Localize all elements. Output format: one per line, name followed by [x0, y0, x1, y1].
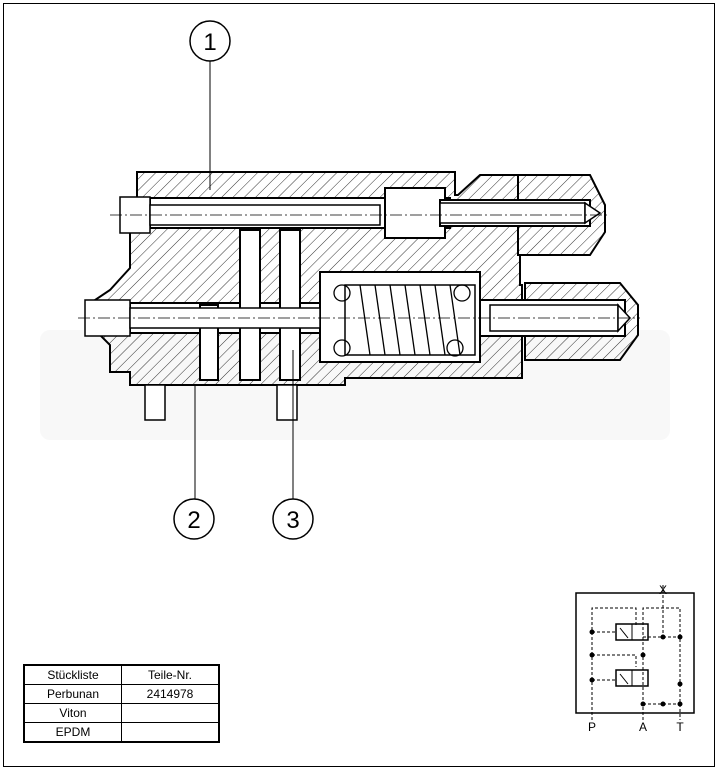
part-number-cell	[121, 722, 220, 743]
callout-balloon-1: 1	[189, 20, 231, 62]
part-number-cell	[121, 703, 220, 723]
port-x-label: X	[659, 583, 667, 597]
svg-text:3: 3	[286, 507, 299, 534]
port-a-label: A	[639, 720, 647, 734]
table-row: Viton	[23, 703, 220, 723]
port-t-label: T	[676, 720, 684, 734]
svg-text:1: 1	[203, 29, 216, 56]
header-cell: Teile-Nr.	[121, 664, 220, 685]
callout-balloon-3: 3	[272, 498, 314, 540]
header-cell: Stückliste	[23, 664, 122, 685]
table-row: EPDM	[23, 722, 220, 743]
spring	[333, 284, 471, 357]
table-header-row: Stückliste Teile-Nr.	[23, 664, 220, 685]
material-cell: Viton	[23, 703, 122, 723]
hydraulic-schematic: X P A T	[575, 583, 695, 734]
table-row: Perbunan 2414978	[23, 684, 220, 704]
port-p-label: P	[588, 720, 596, 734]
material-cell: Perbunan	[23, 684, 122, 704]
parts-list-table: Stückliste Teile-Nr. Perbunan 2414978 Vi…	[23, 664, 220, 743]
centerlines	[78, 214, 640, 319]
material-cell: EPDM	[23, 722, 122, 743]
callout-balloon-2: 2	[173, 498, 215, 540]
part-number-cell: 2414978	[121, 684, 220, 704]
svg-text:2: 2	[187, 507, 200, 534]
drawing-frame	[3, 3, 715, 767]
leader-lines	[194, 60, 294, 500]
